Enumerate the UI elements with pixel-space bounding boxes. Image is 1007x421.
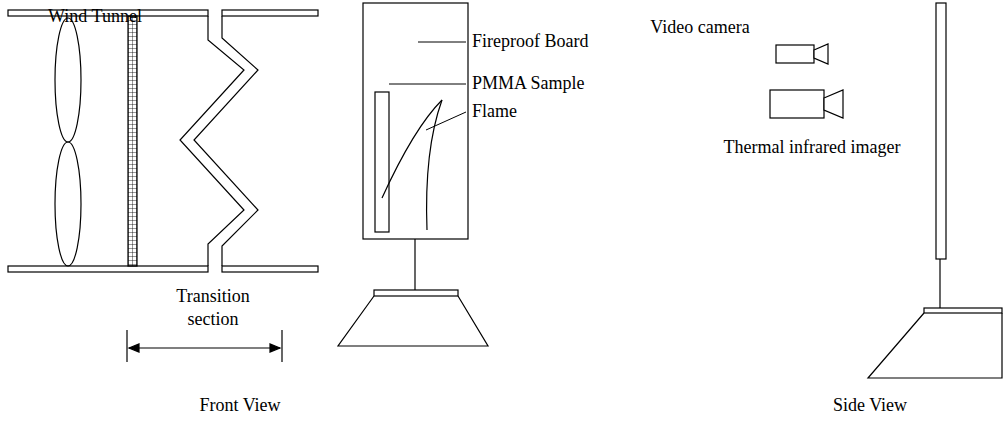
board-label: Fireproof Board <box>472 30 588 53</box>
stand <box>338 239 488 346</box>
tunnel-label: Wind Tunnel <box>48 5 142 28</box>
fireproof-board-side <box>936 3 946 259</box>
stand-side <box>868 259 1002 378</box>
thermal-imager-icon <box>770 90 843 118</box>
video-camera-icon <box>776 44 828 64</box>
view-title: Side View <box>833 394 907 417</box>
transition-wall <box>180 16 258 266</box>
view-title: Front View <box>199 394 280 417</box>
tunnel-wall <box>8 10 318 272</box>
imager-label: Thermal infrared imager <box>724 136 901 159</box>
leader-line <box>389 42 466 130</box>
section-label: Transition section <box>163 285 263 332</box>
pmma-sample <box>375 92 389 232</box>
dimension-line <box>127 330 282 362</box>
camera-label: Video camera <box>650 16 749 39</box>
fireproof-board <box>363 3 468 239</box>
flame-label: Flame <box>472 100 517 123</box>
sample-label: PMMA Sample <box>472 72 585 95</box>
flame-shape <box>382 100 442 230</box>
honeycomb-screen <box>128 16 137 266</box>
fan-blades <box>55 18 81 266</box>
